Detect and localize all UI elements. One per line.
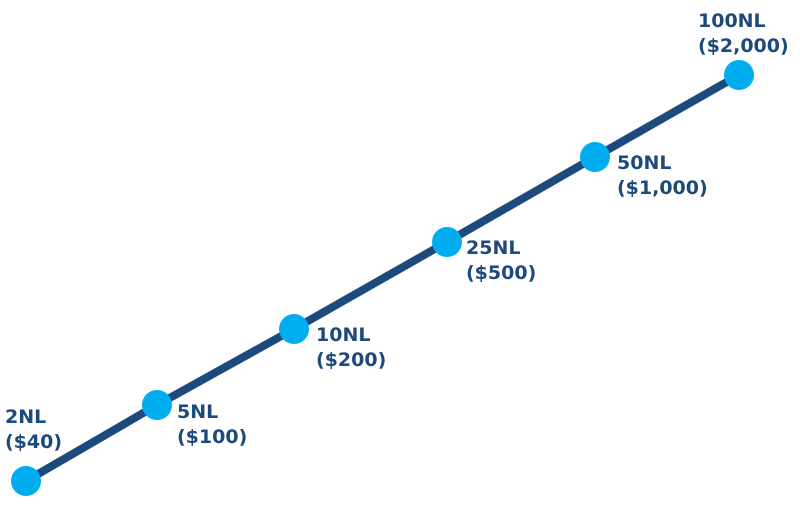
stake-node-5nl — [142, 390, 172, 420]
stake-level-label: 100NL — [698, 10, 766, 32]
progression-line — [23, 71, 741, 485]
stake-bankroll-label: ($200) — [316, 349, 386, 371]
stake-node-100nl — [724, 60, 754, 90]
stake-node-10nl — [279, 314, 309, 344]
stake-level-label: 10NL — [316, 324, 370, 346]
stake-level-label: 25NL — [466, 237, 520, 259]
stake-bankroll-label: ($500) — [466, 262, 536, 284]
stake-node-2nl — [11, 466, 41, 496]
stake-bankroll-label: ($2,000) — [698, 35, 789, 57]
stake-bankroll-label: ($40) — [5, 431, 62, 453]
stake-bankroll-label: ($1,000) — [617, 177, 708, 199]
stake-level-label: 50NL — [617, 152, 671, 174]
stake-level-label: 5NL — [177, 401, 218, 423]
stake-level-label: 2NL — [5, 406, 46, 428]
stake-node-25nl — [432, 227, 462, 257]
stake-bankroll-label: ($100) — [177, 426, 247, 448]
stake-node-50nl — [580, 142, 610, 172]
